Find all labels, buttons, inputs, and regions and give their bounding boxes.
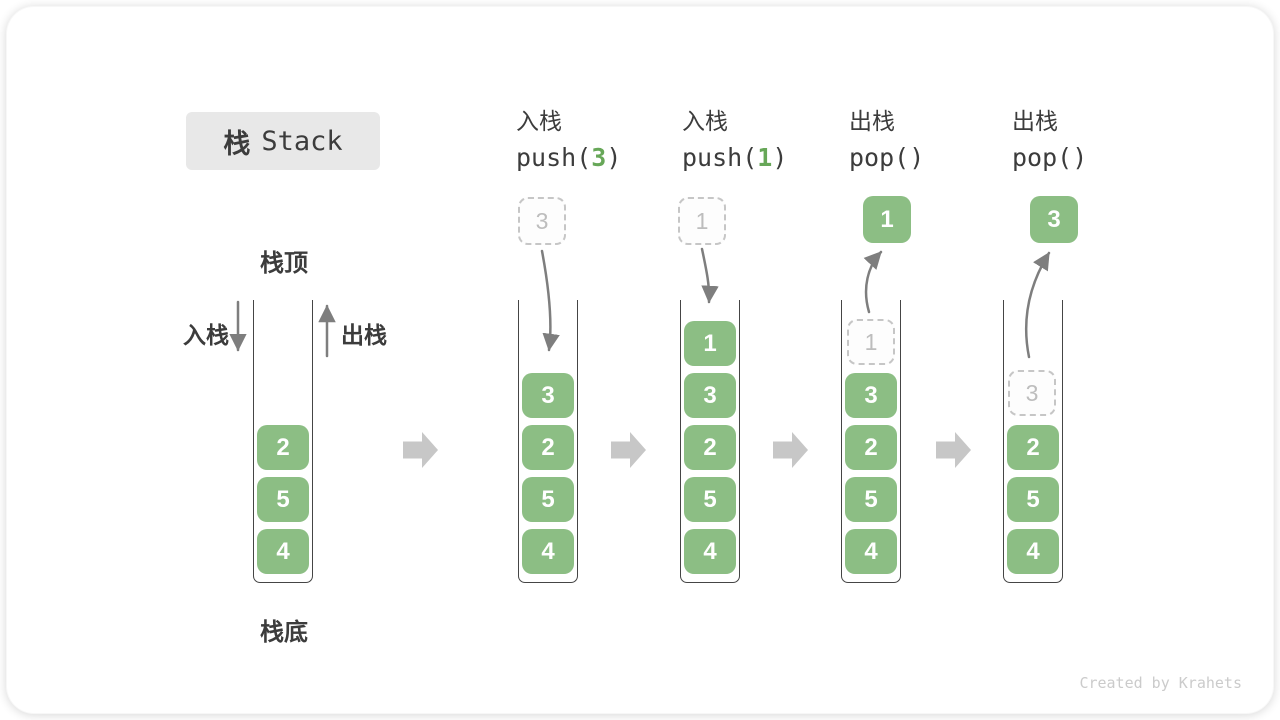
code-pre: pop( bbox=[1012, 143, 1073, 172]
page-title: 栈 Stack bbox=[186, 112, 380, 170]
op-zh-label: 入栈 bbox=[682, 108, 728, 134]
op-code: pop() bbox=[849, 143, 924, 173]
op-label-pop-1: 出栈 pop() bbox=[849, 107, 924, 173]
code-arg: 3 bbox=[591, 143, 607, 172]
removed-slot-ghost: 3 bbox=[1008, 370, 1056, 416]
op-code: pop() bbox=[1012, 143, 1087, 173]
code-post: ) bbox=[909, 143, 925, 172]
title-zh: 栈 bbox=[223, 128, 251, 159]
stack-well-3 bbox=[680, 300, 740, 583]
title-en: Stack bbox=[261, 125, 343, 157]
popped-value-block: 3 bbox=[1030, 196, 1078, 243]
popped-value-block: 1 bbox=[863, 196, 911, 243]
stack-block: 1 bbox=[684, 321, 736, 366]
op-label-pop-2: 出栈 pop() bbox=[1012, 107, 1087, 173]
stack-block: 2 bbox=[522, 425, 574, 470]
stack-block: 3 bbox=[522, 373, 574, 418]
code-arg: 1 bbox=[757, 143, 773, 172]
stack-block: 5 bbox=[684, 477, 736, 522]
incoming-value-ghost: 3 bbox=[518, 197, 566, 245]
stack-well-4 bbox=[841, 300, 901, 583]
stack-block: 4 bbox=[684, 529, 736, 574]
stack-block: 3 bbox=[684, 373, 736, 418]
stack-top-label: 栈顶 bbox=[260, 250, 308, 277]
op-label-push-1: 入栈 push(1) bbox=[682, 107, 787, 173]
stack-block: 3 bbox=[845, 373, 897, 418]
stack-block: 4 bbox=[1007, 529, 1059, 574]
op-label-push-3: 入栈 push(3) bbox=[516, 107, 621, 173]
stack-block: 5 bbox=[1007, 477, 1059, 522]
removed-slot-ghost: 1 bbox=[847, 319, 895, 365]
stack-block: 4 bbox=[257, 529, 309, 574]
code-pre: pop( bbox=[849, 143, 910, 172]
code-post: ) bbox=[1072, 143, 1088, 172]
stack-block: 2 bbox=[1007, 425, 1059, 470]
incoming-value-ghost: 1 bbox=[678, 197, 726, 245]
op-zh-label: 入栈 bbox=[516, 108, 562, 134]
code-pre: push( bbox=[682, 143, 758, 172]
stack-bottom-label: 栈底 bbox=[260, 619, 308, 646]
stack-well-2 bbox=[518, 300, 578, 583]
watermark: Created by Krahets bbox=[1079, 674, 1242, 692]
stack-block: 2 bbox=[257, 425, 309, 470]
op-code: push(1) bbox=[682, 143, 787, 173]
stack-block: 5 bbox=[522, 477, 574, 522]
stack-block: 5 bbox=[257, 477, 309, 522]
op-zh-label: 出栈 bbox=[849, 108, 895, 134]
stack-block: 5 bbox=[845, 477, 897, 522]
op-zh-label: 出栈 bbox=[1012, 108, 1058, 134]
push-side-label: 入栈 bbox=[183, 322, 229, 348]
code-post: ) bbox=[606, 143, 622, 172]
op-code: push(3) bbox=[516, 143, 621, 173]
code-post: ) bbox=[772, 143, 788, 172]
stack-block: 2 bbox=[845, 425, 897, 470]
code-pre: push( bbox=[516, 143, 592, 172]
stack-block: 4 bbox=[522, 529, 574, 574]
pop-side-label: 出栈 bbox=[341, 322, 387, 348]
stack-well-5 bbox=[1003, 300, 1063, 583]
stack-block: 4 bbox=[845, 529, 897, 574]
stack-well-1 bbox=[253, 300, 313, 583]
stack-block: 2 bbox=[684, 425, 736, 470]
